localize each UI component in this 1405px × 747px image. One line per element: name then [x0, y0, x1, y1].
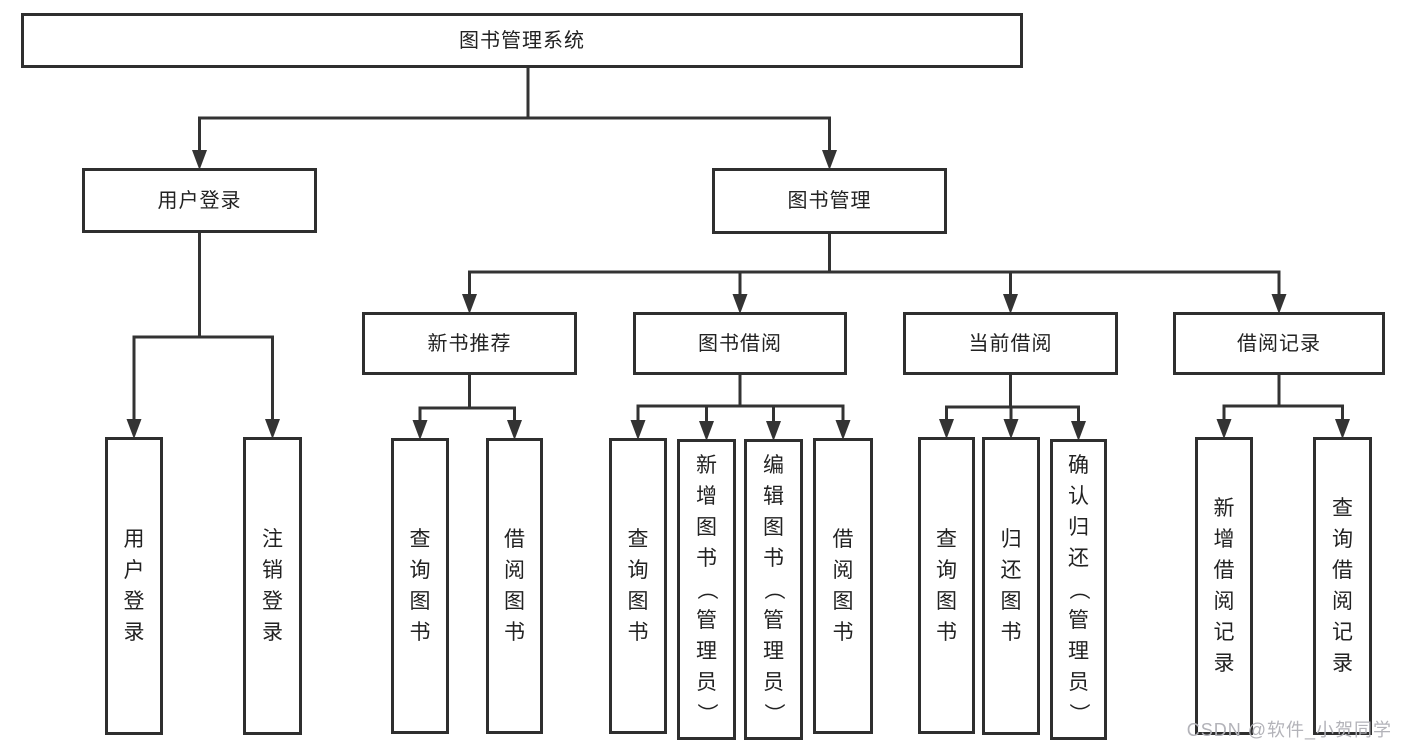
arrowhead-icon — [412, 420, 428, 440]
node-user-login: 用户登录 — [82, 168, 317, 233]
node-root: 图书管理系统 — [21, 13, 1023, 68]
node-label: 用户登录 — [123, 528, 145, 644]
node-cb-query: 查询图书 — [918, 437, 975, 734]
arrowhead-icon — [507, 420, 522, 440]
arrowhead-icon — [1335, 419, 1350, 439]
node-cb-return: 归还图书 — [982, 437, 1040, 735]
arrowhead-icon — [126, 419, 142, 439]
arrowhead-icon — [462, 294, 477, 314]
node-bb-add: 新增图书（管理员） — [677, 439, 736, 740]
arrowhead-icon — [766, 421, 781, 441]
node-cb-confirm: 确认归还（管理员） — [1050, 439, 1107, 740]
arrowhead-icon — [630, 420, 646, 440]
arrowhead-icon — [265, 419, 280, 439]
node-br-query: 查询借阅记录 — [1313, 437, 1372, 735]
arrowhead-icon — [1271, 294, 1287, 314]
arrowhead-icon — [192, 150, 207, 170]
node-label: 图书借阅 — [698, 332, 782, 355]
node-logout: 注销登录 — [243, 437, 302, 735]
node-current-borrow: 当前借阅 — [903, 312, 1118, 375]
node-label: 新增借阅记录 — [1213, 497, 1235, 675]
arrowhead-icon — [1216, 419, 1232, 439]
arrowhead-icon — [1003, 294, 1018, 314]
node-bb-borrow: 借阅图书 — [813, 438, 873, 734]
node-label: 查询借阅记录 — [1332, 497, 1353, 675]
node-borrow-records: 借阅记录 — [1173, 312, 1385, 375]
node-label: 新增图书（管理员） — [695, 454, 718, 724]
node-label: 新书推荐 — [427, 332, 512, 355]
node-label: 注销登录 — [262, 528, 283, 644]
node-label: 图书管理 — [787, 190, 872, 212]
node-book-mgmt: 图书管理 — [712, 168, 947, 234]
node-label: 当前借阅 — [968, 332, 1053, 355]
arrowhead-icon — [822, 150, 837, 170]
arrowhead-icon — [835, 420, 851, 440]
node-label: 归还图书 — [1000, 528, 1022, 644]
node-new-book-rec: 新书推荐 — [362, 312, 577, 375]
node-bb-edit: 编辑图书（管理员） — [744, 439, 803, 740]
node-user-login-leaf: 用户登录 — [105, 437, 163, 735]
node-book-borrow: 图书借阅 — [633, 312, 847, 375]
node-label: 用户登录 — [157, 189, 242, 212]
arrowhead-icon — [699, 421, 714, 441]
node-label: 借阅图书 — [504, 528, 525, 644]
node-label: 编辑图书（管理员） — [762, 454, 785, 724]
node-nbr-borrow: 借阅图书 — [486, 438, 543, 734]
node-br-add: 新增借阅记录 — [1195, 437, 1253, 735]
arrowhead-icon — [1071, 421, 1086, 441]
node-nbr-query: 查询图书 — [391, 438, 449, 734]
watermark: CSDN @软件_小贺同学 — [1186, 720, 1392, 740]
node-label: 查询图书 — [936, 527, 957, 644]
arrowhead-icon — [1003, 419, 1019, 439]
node-label: 查询图书 — [627, 528, 649, 644]
node-label: 查询图书 — [409, 528, 431, 644]
arrowhead-icon — [732, 294, 748, 314]
node-label: 图书管理系统 — [459, 29, 585, 52]
node-label: 借阅图书 — [832, 528, 854, 644]
arrowhead-icon — [939, 419, 954, 439]
node-label: 确认归还（管理员） — [1067, 454, 1090, 724]
node-bb-query: 查询图书 — [609, 438, 667, 734]
node-label: 借阅记录 — [1237, 332, 1321, 355]
